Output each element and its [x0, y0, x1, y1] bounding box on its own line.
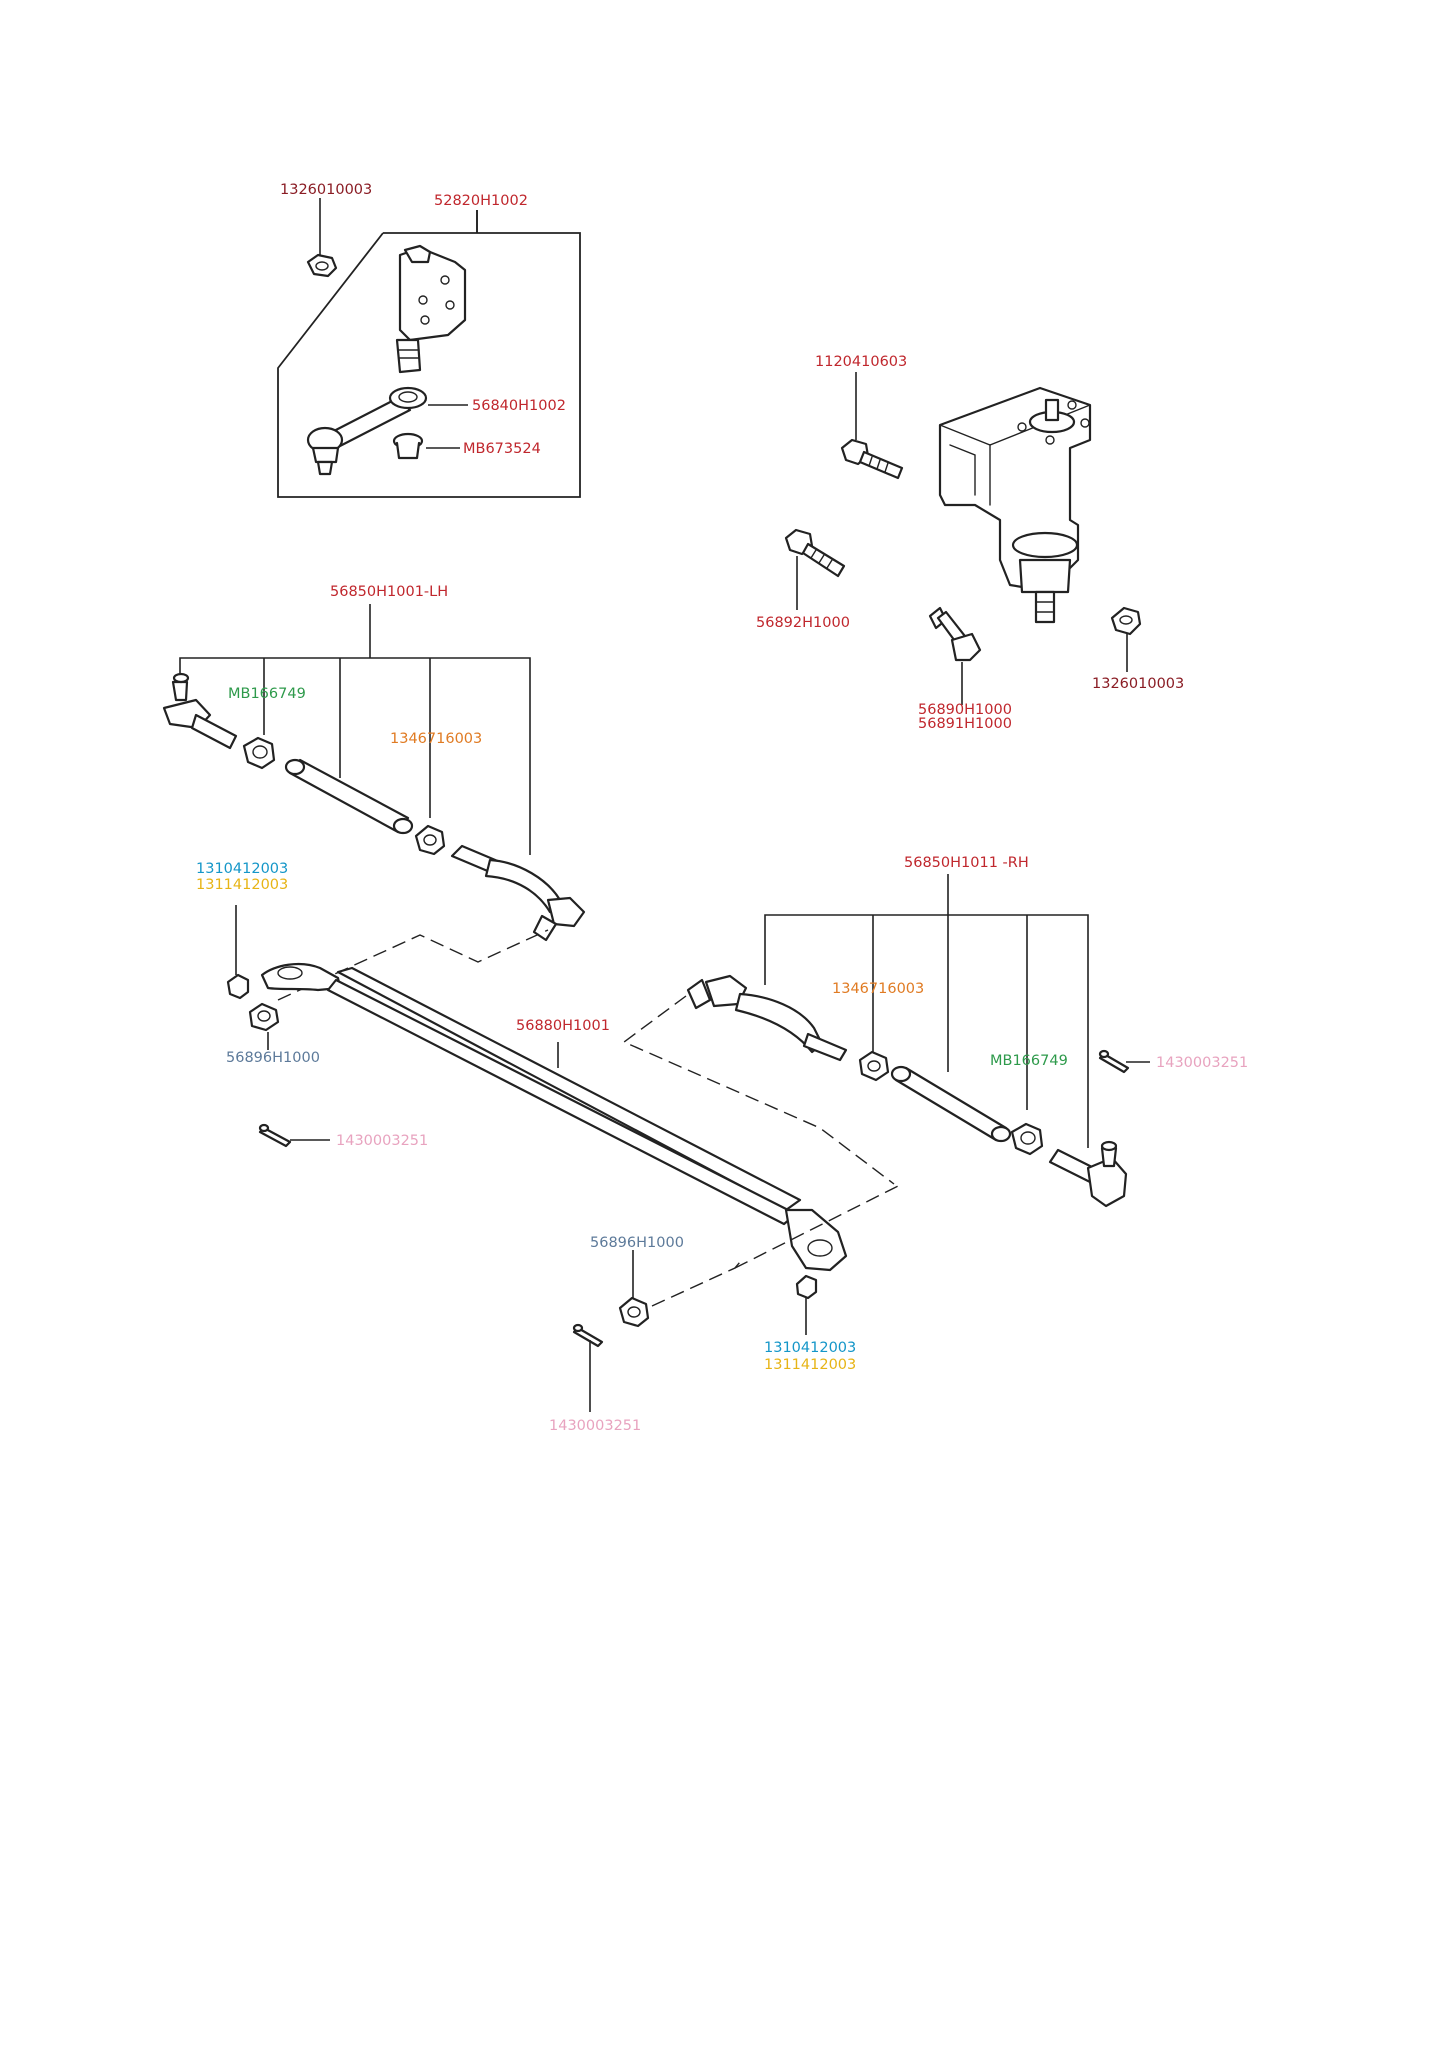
label-tie-rod-lh: 56850H1001-LH	[330, 584, 448, 600]
label-bottom-nut-yellow: 1311412003	[764, 1357, 856, 1373]
center-link-group	[226, 905, 901, 1412]
bolt-icon	[840, 438, 904, 480]
rh-tie-rod-group	[622, 874, 1150, 1208]
cotter-pin-icon	[1098, 1049, 1130, 1074]
label-bottom-nut-cyan: 1310412003	[764, 1340, 856, 1356]
adjusting-sleeve-icon	[284, 758, 414, 835]
label-bottom-castle-nut: 56896H1000	[590, 1235, 684, 1251]
idler-arm-icon	[306, 386, 428, 476]
bolt-icon	[928, 606, 982, 662]
label-gearbox-bolt-mid-2: 56891H1000	[918, 716, 1012, 732]
tie-rod-end-icon	[1048, 1140, 1128, 1208]
bolt-icon	[784, 528, 846, 578]
nut-icon	[242, 736, 276, 770]
label-rh-nut-orange: 1346716003	[832, 981, 924, 997]
nut-icon	[795, 1274, 818, 1300]
idler-bracket-icon	[395, 244, 467, 374]
adjusting-sleeve-icon	[890, 1065, 1012, 1143]
label-lh-nut-orange: 1346716003	[390, 731, 482, 747]
cotter-pin-icon	[572, 1323, 604, 1348]
nut-icon	[858, 1050, 890, 1082]
tie-rod-end-icon	[162, 672, 238, 750]
label-gearbox-nut: 1326010003	[1092, 676, 1184, 692]
label-left-nut-cyan: 1310412003	[196, 861, 288, 877]
cotter-pin-icon	[258, 1123, 292, 1148]
nut-icon	[414, 824, 446, 856]
label-right-cotter-pin: 1430003251	[1156, 1055, 1248, 1071]
label-gearbox-bolt-mid-1: 56890H1000	[918, 702, 1012, 718]
label-idler-bushing: MB673524	[463, 441, 541, 457]
nut-icon	[1110, 606, 1142, 636]
label-left-cotter-pin: 1430003251	[336, 1133, 428, 1149]
nut-icon	[248, 1002, 280, 1032]
idler-group	[277, 198, 581, 498]
idler-nut-icon	[306, 253, 338, 278]
label-lh-nut-green: MB166749	[228, 686, 306, 702]
center-link-icon	[260, 962, 848, 1272]
label-center-link: 56880H1001	[516, 1018, 610, 1034]
tie-rod-end-icon	[686, 974, 848, 1062]
label-left-nut-yellow: 1311412003	[196, 877, 288, 893]
nut-icon	[1010, 1122, 1044, 1156]
gearbox-group	[784, 372, 1142, 705]
idler-bushing-icon	[392, 432, 424, 460]
label-rh-nut-green: MB166749	[990, 1053, 1068, 1069]
label-top-nut-idler: 1326010003	[280, 182, 372, 198]
label-bottom-cotter-pin: 1430003251	[549, 1418, 641, 1434]
label-idler-arm: 56840H1002	[472, 398, 566, 414]
tie-rod-end-icon	[450, 844, 586, 942]
label-gearbox-bolt-top: 1120410603	[815, 354, 907, 370]
steering-gearbox-icon	[938, 386, 1092, 624]
nut-icon	[226, 973, 250, 1000]
label-tie-rod-rh: 56850H1011 -RH	[904, 855, 1029, 871]
label-gearbox-bolt-left: 56892H1000	[756, 615, 850, 631]
nut-icon	[618, 1296, 650, 1328]
label-left-castle-nut: 56896H1000	[226, 1050, 320, 1066]
part-labels: 1326010003 52820H1002 56840H1002 MB67352…	[196, 182, 1248, 1434]
label-idler-bracket-kit: 52820H1002	[434, 193, 528, 209]
lh-tie-rod-group	[162, 604, 586, 942]
